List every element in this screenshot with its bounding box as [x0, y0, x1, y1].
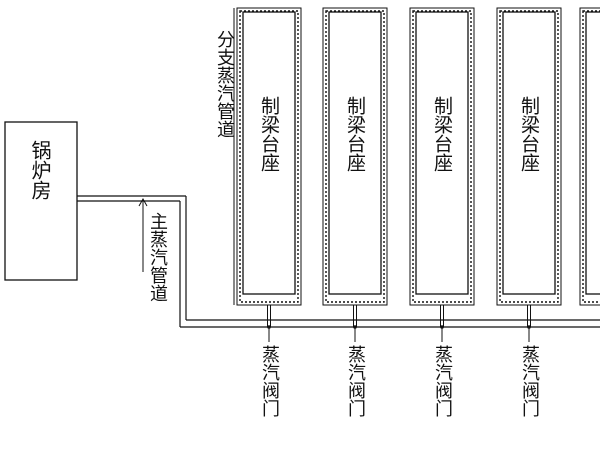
branch-pipe-label: 分支蒸汽管道 [214, 30, 235, 138]
curing-bed-outer-frame [322, 7, 388, 306]
valve-dot [267, 325, 271, 329]
curing-bed-steam-jacket [239, 10, 299, 303]
curing-bed-inner [242, 11, 296, 295]
curing-bed-steam-jacket [499, 10, 559, 303]
main-pipe-arrowhead [138, 197, 148, 207]
curing-bed [236, 7, 302, 306]
beds-group [236, 7, 600, 306]
curing-bed-outer-frame [409, 7, 475, 306]
curing-bed-label: 制梁台座 [518, 96, 540, 172]
steam-valve [353, 305, 357, 342]
curing-bed-steam-jacket [325, 10, 385, 303]
valve-dot [527, 325, 531, 329]
valve-dot [353, 325, 357, 329]
valves-group [267, 305, 531, 342]
curing-bed-partial [579, 7, 600, 306]
steam-valve-label: 蒸汽阀门 [432, 345, 453, 417]
valve-dot [440, 325, 444, 329]
curing-bed-outer-frame [496, 7, 562, 306]
curing-bed-label: 制梁台座 [258, 96, 280, 172]
curing-bed-inner [415, 11, 469, 295]
curing-bed-steam-jacket [412, 10, 472, 303]
curing-bed-inner [502, 11, 556, 295]
curing-bed [496, 7, 562, 306]
steam-valve [527, 305, 531, 342]
steam-valve-label: 蒸汽阀门 [259, 345, 280, 417]
main-pipe-label: 主蒸汽管道 [147, 212, 168, 302]
boiler-room-label: 锅炉房 [28, 140, 52, 200]
steam-valve [440, 305, 444, 342]
curing-bed [409, 7, 475, 306]
curing-bed-label: 制梁台座 [431, 96, 453, 172]
curing-bed-label: 制梁台座 [344, 96, 366, 172]
curing-bed-outer-frame [236, 7, 302, 306]
steam-valve [267, 305, 271, 342]
steam-valve-label: 蒸汽阀门 [345, 345, 366, 417]
curing-bed-inner [328, 11, 382, 295]
curing-bed [322, 7, 388, 306]
steam-valve-label: 蒸汽阀门 [519, 345, 540, 417]
